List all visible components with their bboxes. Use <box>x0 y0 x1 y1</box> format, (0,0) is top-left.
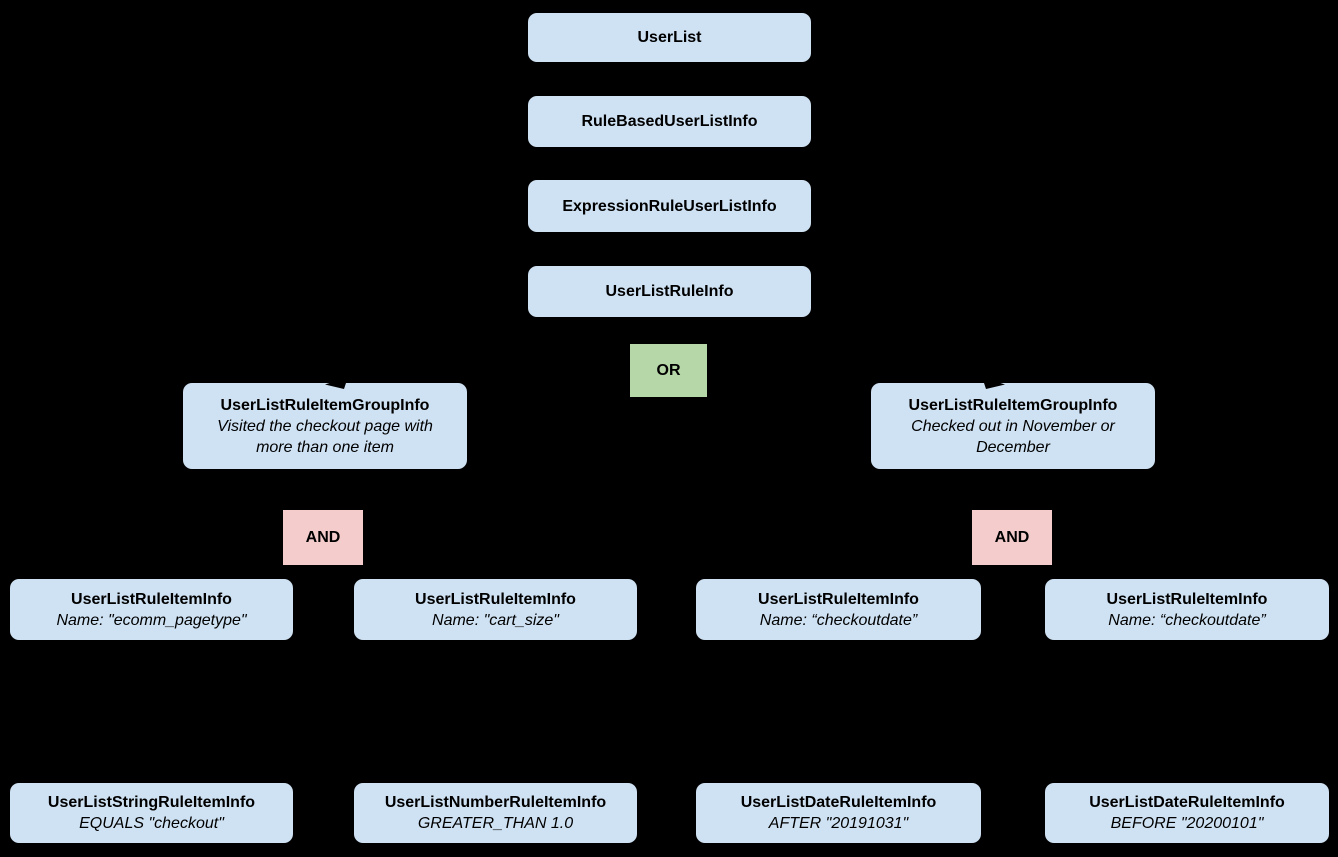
node-expressionruleuserlistinfo: ExpressionRuleUserListInfo <box>528 180 811 232</box>
node-rulebaseduserlistinfo: RuleBasedUserListInfo <box>528 96 811 147</box>
node-description: Name: “checkoutdate” <box>1108 611 1266 629</box>
node-title: UserListRuleItemGroupInfo <box>220 396 430 414</box>
node-description: EQUALS "checkout" <box>79 815 224 832</box>
node-title: UserList <box>637 29 702 46</box>
node-title: UserListRuleItemInfo <box>1106 590 1268 608</box>
node-title: UserListStringRuleItemInfo <box>47 794 256 811</box>
node-ruleitem-checkoutdate-1: UserListRuleItemInfo Name: “checkoutdate… <box>696 579 981 640</box>
node-title: RuleBasedUserListInfo <box>581 113 758 130</box>
node-userlistruleinfo: UserListRuleInfo <box>528 266 811 317</box>
node-ruleitem-cart-size: UserListRuleItemInfo Name: "cart_size" <box>354 579 637 640</box>
node-ruleitem-checkoutdate-2: UserListRuleItemInfo Name: “checkoutdate… <box>1045 579 1329 640</box>
and-operator-box-left: AND <box>283 510 363 565</box>
node-title: UserListRuleItemGroupInfo <box>908 396 1118 414</box>
and-operator-box-right: AND <box>972 510 1052 565</box>
node-title: UserListRuleItemInfo <box>71 590 232 608</box>
node-numberruleitem-greater-than: UserListNumberRuleItemInfo GREATER_THAN … <box>354 783 637 843</box>
node-dateruleitem-before: UserListDateRuleItemInfo BEFORE "2020010… <box>1045 783 1329 843</box>
node-ruleitemgroup-left: UserListRuleItemGroupInfo Visited the ch… <box>183 383 467 469</box>
node-description: Name: "cart_size" <box>432 611 559 629</box>
node-description: GREATER_THAN 1.0 <box>417 815 574 832</box>
or-operator-box: OR <box>630 344 707 397</box>
node-stringruleitem-equals-checkout: UserListStringRuleItemInfo EQUALS "check… <box>10 783 293 843</box>
node-ruleitemgroup-right: UserListRuleItemGroupInfo Checked out in… <box>871 383 1155 469</box>
node-description: Visited the checkout page with more than… <box>217 417 433 456</box>
node-title: UserListRuleInfo <box>605 283 734 300</box>
node-dateruleitem-after: UserListDateRuleItemInfo AFTER "20191031… <box>696 783 981 843</box>
node-title: UserListDateRuleItemInfo <box>740 794 937 811</box>
node-title: UserListDateRuleItemInfo <box>1089 794 1285 811</box>
node-description: BEFORE "20200101" <box>1110 815 1264 832</box>
node-title: UserListRuleItemInfo <box>758 590 919 608</box>
node-title: UserListRuleItemInfo <box>415 590 576 608</box>
node-description: AFTER "20191031" <box>768 815 909 832</box>
node-ruleitem-ecomm-pagetype: UserListRuleItemInfo Name: "ecomm_pagety… <box>10 579 293 640</box>
node-userlist: UserList <box>528 13 811 62</box>
node-title: ExpressionRuleUserListInfo <box>562 197 777 215</box>
node-title: UserListNumberRuleItemInfo <box>384 794 607 811</box>
node-description: Name: “checkoutdate” <box>759 611 918 629</box>
node-description: Checked out in November or December <box>911 417 1115 456</box>
node-description: Name: "ecomm_pagetype" <box>56 611 247 629</box>
